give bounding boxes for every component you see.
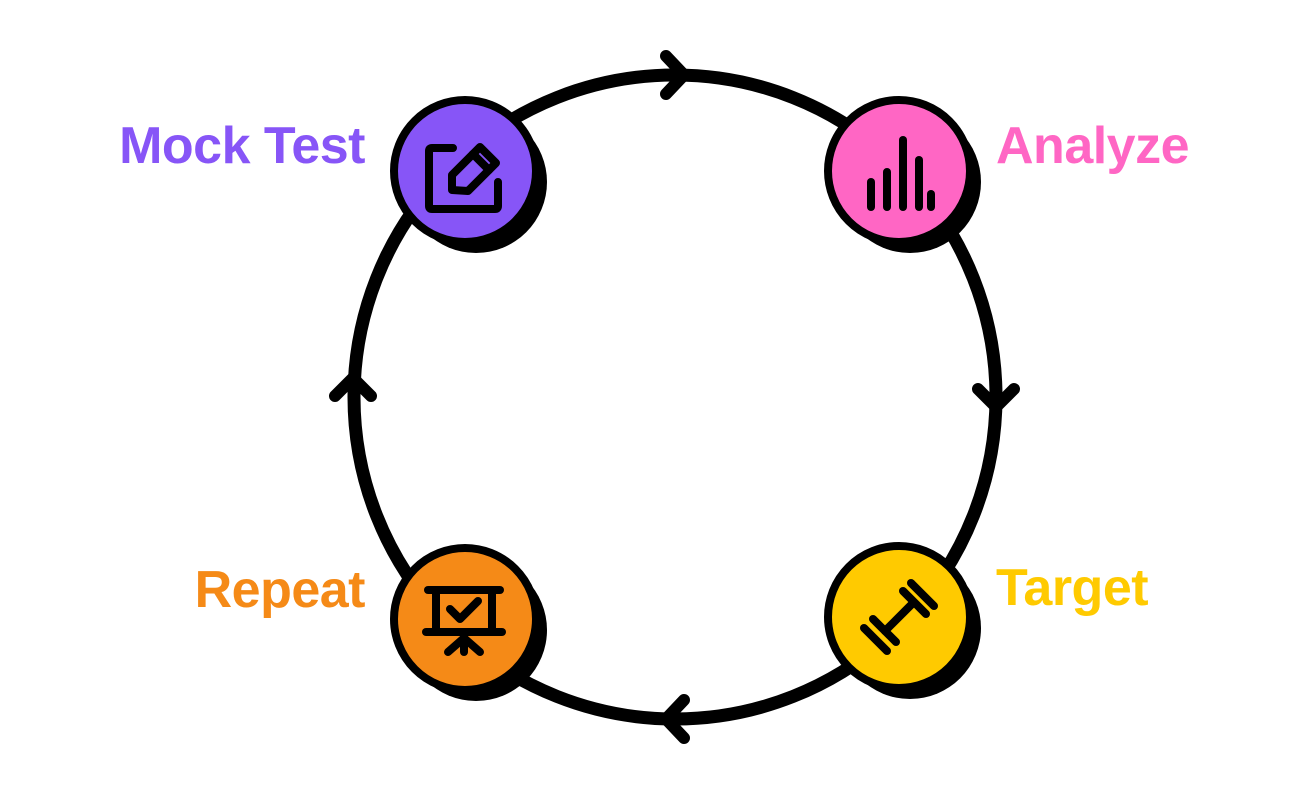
label-analyze: Analyze <box>996 117 1190 175</box>
dumbbell-icon <box>860 579 938 655</box>
presentation-check-icon <box>422 586 506 656</box>
arrow-bottom <box>660 694 690 744</box>
edit-icon <box>425 143 502 213</box>
label-repeat: Repeat <box>194 561 366 619</box>
arrow-right <box>972 383 1020 413</box>
cycle-ring <box>347 68 1003 726</box>
node-analyze <box>824 96 981 253</box>
bar-chart-icon <box>867 136 935 211</box>
arrow-top <box>660 50 690 100</box>
label-mock-test: Mock Test <box>119 117 365 175</box>
node-mock-test <box>390 96 547 253</box>
node-target <box>824 542 981 699</box>
arrow-left <box>329 372 377 402</box>
node-repeat <box>390 544 547 701</box>
label-target: Target <box>996 559 1149 617</box>
